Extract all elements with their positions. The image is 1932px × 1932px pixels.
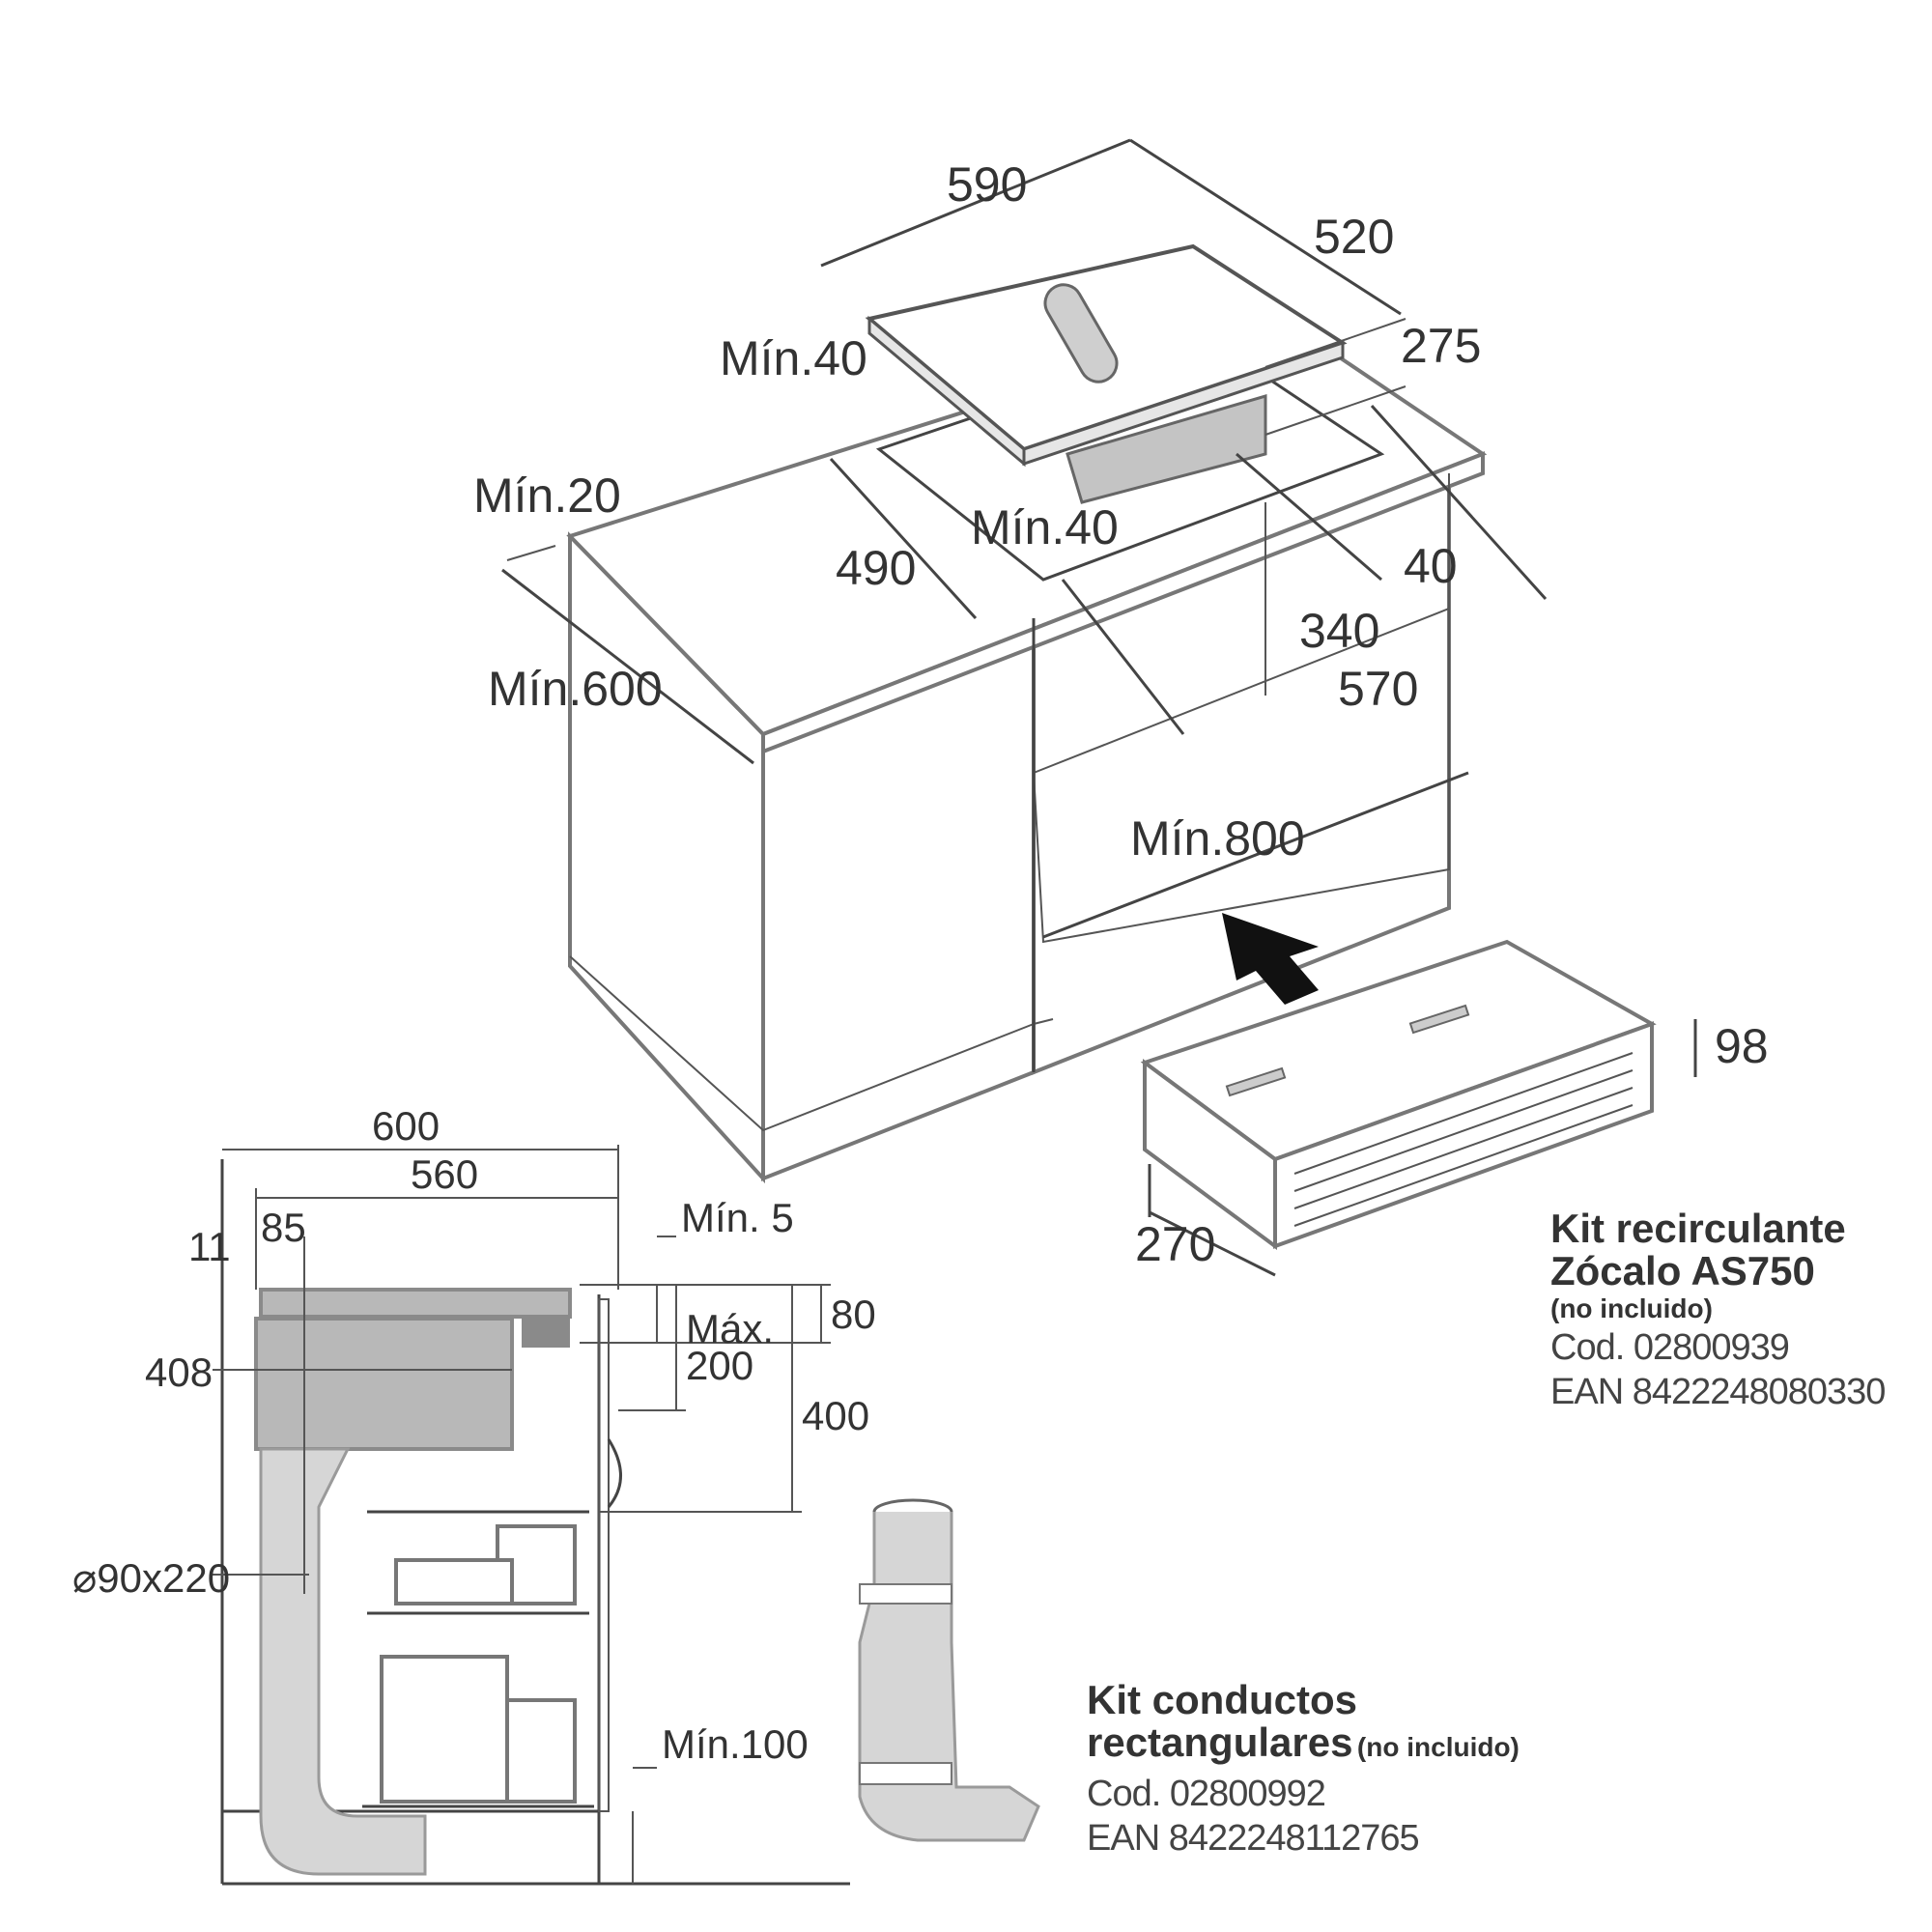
dim-400: 400: [802, 1393, 869, 1438]
dim-min40-mid: Mín.40: [971, 500, 1119, 554]
dim-40: 40: [1404, 539, 1458, 593]
dim-80: 80: [831, 1292, 876, 1337]
dim-min20: Mín.20: [473, 469, 621, 523]
section-view: [213, 1145, 850, 1886]
kit-conductos-ean: EAN 8422248112765: [1087, 1818, 1420, 1859]
dim-270: 270: [1135, 1217, 1215, 1271]
kit-conductos-cod: Cod. 02800992: [1087, 1774, 1326, 1814]
dim-560: 560: [411, 1151, 478, 1197]
dim-duct-size: ⌀90x220: [72, 1555, 230, 1601]
kit-conductos-note: (no incluido): [1356, 1732, 1520, 1762]
dim-275: 275: [1401, 319, 1481, 373]
dim-520: 520: [1314, 210, 1394, 264]
kit-recirculante-note: (no incluido): [1550, 1293, 1713, 1323]
cooktop: [865, 243, 1348, 504]
dim-min5: Mín. 5: [681, 1195, 794, 1240]
dim-590: 590: [947, 157, 1027, 212]
insertion-arrow: [1222, 913, 1319, 1005]
dim-340: 340: [1299, 604, 1379, 658]
dim-max-value: 200: [686, 1343, 753, 1388]
dim-85: 85: [261, 1205, 306, 1250]
dimension-labels: 590 520 275 Mín.40 Mín.20 490 Mín.40 40 …: [72, 157, 1769, 1767]
dim-11: 11: [188, 1224, 231, 1269]
plinth-kit-unit: [1140, 939, 1697, 1277]
duct-kit-image: [858, 1498, 1040, 1842]
kit-conductos-title-line1: Kit conductos: [1087, 1677, 1357, 1722]
dim-600: 600: [372, 1103, 440, 1149]
dim-490: 490: [836, 541, 916, 595]
dim-max-label: Máx.: [686, 1306, 774, 1351]
dim-min800: Mín.800: [1130, 811, 1305, 866]
kit-conductos-caption: Kit conductos rectangulares (no incluido…: [1087, 1679, 1628, 1861]
kit-recirculante-cod: Cod. 02800939: [1550, 1327, 1790, 1368]
dim-570: 570: [1338, 662, 1418, 716]
kit-conductos-title-line2: rectangulares: [1087, 1719, 1353, 1765]
dim-min100: Mín.100: [662, 1721, 809, 1767]
dim-98: 98: [1715, 1019, 1769, 1073]
kit-recirculante-caption: Kit recirculante Zócalo AS750 (no inclui…: [1550, 1208, 1918, 1414]
kit-recirculante-ean: EAN 8422248080330: [1550, 1372, 1886, 1412]
kit-recirculante-title-line1: Kit recirculante: [1550, 1206, 1846, 1251]
dim-408: 408: [145, 1350, 213, 1395]
dim-min40-top: Mín.40: [720, 331, 867, 385]
dimension-lines-top: [501, 138, 1548, 939]
dim-min600: Mín.600: [488, 662, 663, 716]
kit-recirculante-title-line2: Zócalo AS750: [1550, 1248, 1815, 1293]
